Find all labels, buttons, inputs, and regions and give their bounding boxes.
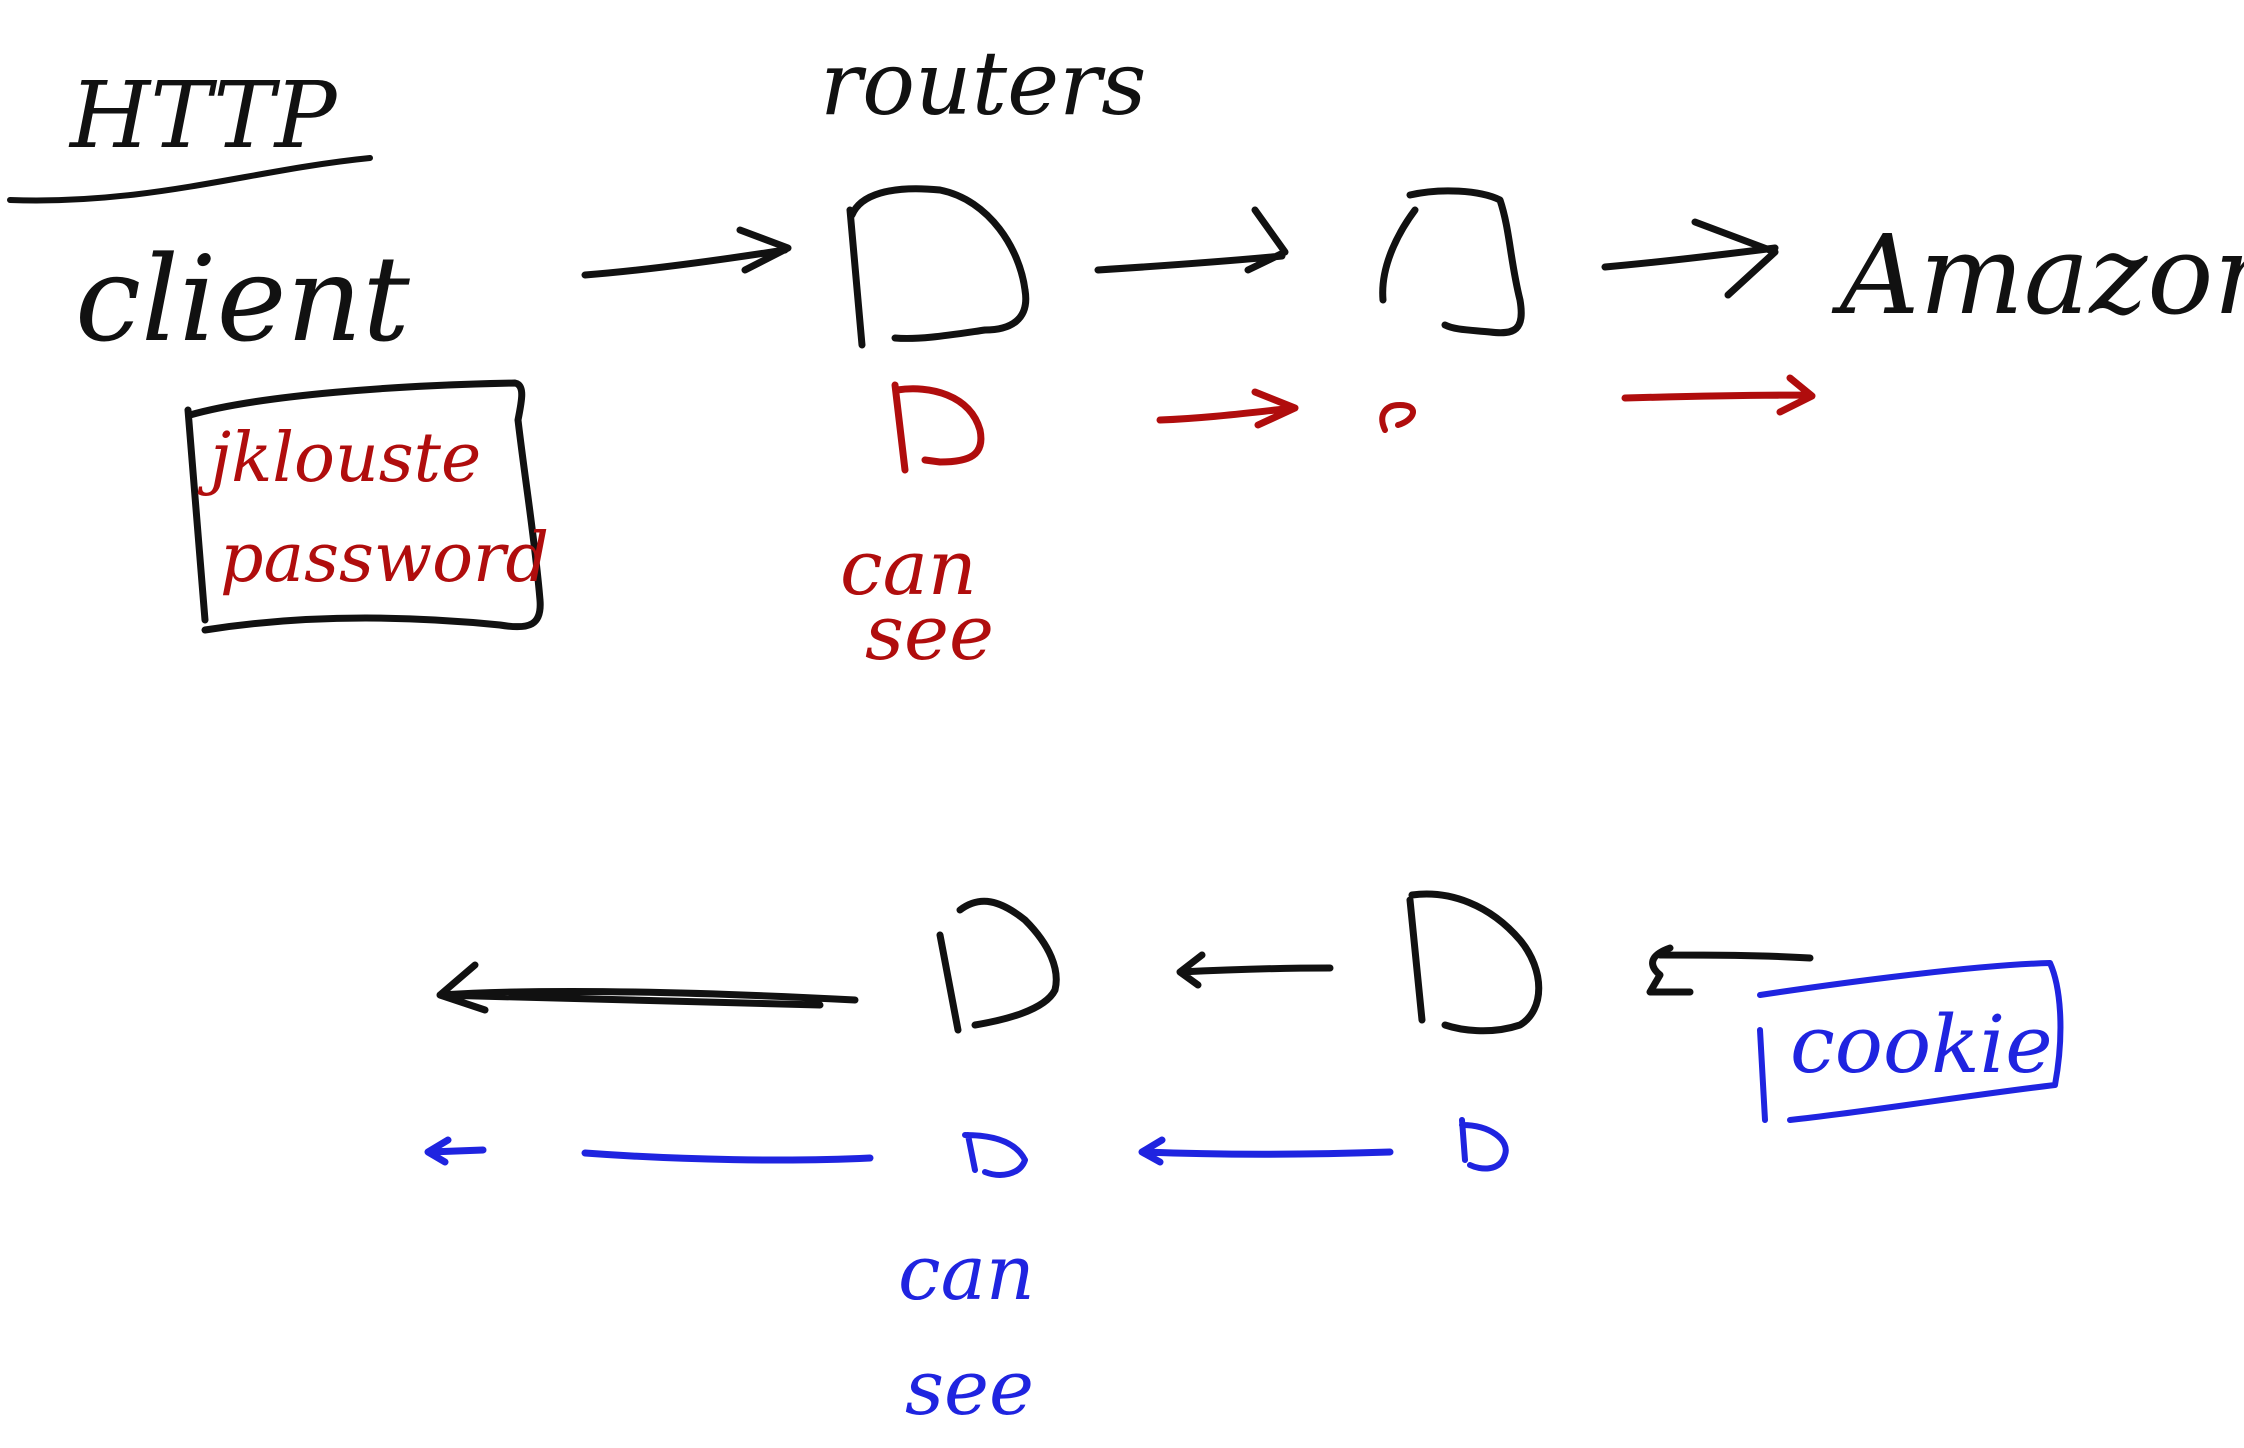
router-icon-3 (936, 897, 1060, 1034)
red-router-1 (891, 381, 985, 474)
request-visibility-line1: can (840, 523, 977, 612)
arrow-client-to-router1 (581, 226, 792, 279)
red-router-2 (1379, 402, 1416, 433)
router-icon-1 (846, 185, 1030, 349)
router-icon-2 (1379, 187, 1525, 337)
arrow-router3-to-client (436, 961, 859, 1014)
response-visibility-line2: see (905, 1343, 1034, 1432)
arrow-router1-to-router2 (1094, 206, 1289, 274)
cookie-label: cookie (1790, 998, 2053, 1091)
router-icon-4 (1406, 890, 1543, 1035)
arrow-router2-to-amazon (1601, 218, 1779, 299)
blue-arrow-to-client (424, 1136, 487, 1166)
blue-router-1 (962, 1132, 1028, 1178)
username-text: jklouste (210, 419, 482, 498)
arrow-router4-to-router3 (1176, 951, 1334, 989)
title-underline (7, 155, 373, 204)
arrow-amazon-to-router4 (1646, 944, 1814, 996)
credentials-box (184, 379, 544, 634)
request-visibility-line2: see (865, 588, 994, 677)
response-visibility-line1: can (898, 1228, 1035, 1317)
client-label: client (75, 230, 410, 368)
blue-line-segment (581, 1149, 874, 1164)
red-arrow-1 (1156, 388, 1299, 429)
blue-arrow-router2-to-router1 (1138, 1136, 1394, 1166)
blue-router-2 (1459, 1117, 1509, 1172)
page-title: HTTP (70, 62, 337, 169)
server-label: Amazon (1840, 211, 2244, 339)
password-text: password (220, 519, 550, 598)
cookie-box[interactable] (1757, 960, 2064, 1123)
red-arrow-2 (1621, 374, 1816, 416)
routers-label: routers (820, 32, 1147, 135)
